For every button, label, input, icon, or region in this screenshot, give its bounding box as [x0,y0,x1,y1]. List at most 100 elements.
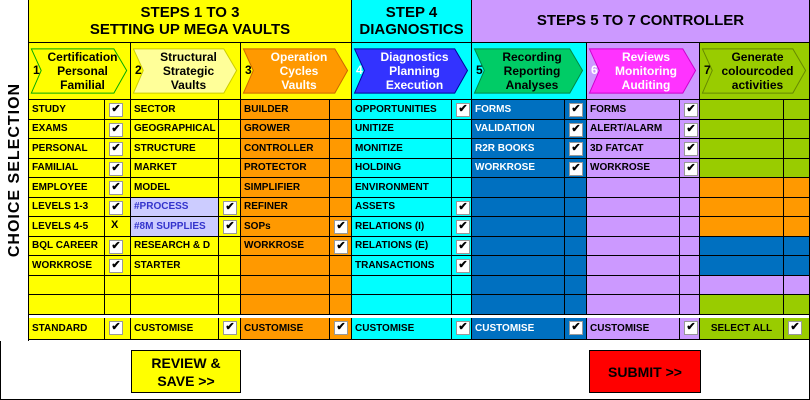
checkbox-cell[interactable] [565,256,587,276]
checkbox-checked[interactable]: ✔ [109,142,123,156]
checkbox-cell[interactable] [565,217,587,237]
checkbox-checked[interactable]: ✔ [109,201,123,215]
checkbox-cell[interactable]: ✔ [565,318,587,340]
checkbox-checked[interactable]: ✔ [684,162,698,176]
checkbox-cell[interactable] [680,276,700,295]
checkbox-cell[interactable] [784,198,810,217]
checkbox-cell[interactable]: ✔ [452,256,472,276]
option-cell[interactable]: RELATIONS (E) [352,237,452,256]
submit-button[interactable]: SUBMIT >> [589,350,701,393]
checkbox-cell[interactable] [680,295,700,315]
checkbox-checked[interactable]: ✔ [223,321,237,335]
option-cell[interactable]: MARKET [131,159,219,178]
checkbox-cell[interactable]: ✔ [680,159,700,178]
checkbox-cell[interactable] [219,159,241,178]
checkbox-checked[interactable]: ✔ [456,321,470,335]
checkbox-checked[interactable]: ✔ [456,259,470,273]
footer-option-4[interactable]: CUSTOMISE [352,318,452,340]
option-cell[interactable]: EXAMS [29,120,105,139]
option-cell[interactable]: OPPORTUNITIES [352,100,452,120]
checkbox-cell[interactable]: ✔ [452,198,472,217]
review-save-button[interactable]: REVIEW & SAVE >> [131,350,241,393]
checkbox-cell[interactable] [565,295,587,315]
checkbox-cell[interactable] [219,256,241,276]
checkbox-cell[interactable]: ✔ [452,237,472,256]
checkbox-checked[interactable]: ✔ [334,240,348,254]
checkbox-cell[interactable]: ✔ [105,120,131,139]
option-cell[interactable]: ASSETS [352,198,452,217]
checkbox-cell[interactable] [219,100,241,120]
option-cell[interactable]: BQL CAREER [29,237,105,256]
checkbox-checked[interactable]: ✔ [334,220,348,234]
option-cell[interactable]: WORKROSE [587,159,680,178]
checkbox-cell[interactable]: ✔ [680,139,700,159]
checkbox-cell[interactable] [784,295,810,315]
option-cell[interactable]: GROWER [241,120,330,139]
checkbox-checked[interactable]: ✔ [456,220,470,234]
footer-option-6[interactable]: CUSTOMISE [587,318,680,340]
checkbox-cell[interactable]: X [105,217,131,237]
checkbox-cell[interactable]: ✔ [565,139,587,159]
option-cell[interactable]: FAMILIAL [29,159,105,178]
checkbox-cell[interactable] [565,237,587,256]
checkbox-cell[interactable] [680,178,700,198]
option-cell[interactable]: PERSONAL [29,139,105,159]
checkbox-cell[interactable]: ✔ [452,217,472,237]
checkbox-cell[interactable]: ✔ [105,318,131,340]
option-cell[interactable]: MONITIZE [352,139,452,159]
option-cell[interactable]: VALIDATION [472,120,565,139]
footer-option-3[interactable]: CUSTOMISE [241,318,330,340]
option-cell[interactable]: LEVELS 1-3 [29,198,105,217]
checkbox-checked[interactable]: ✔ [223,201,237,215]
checkbox-checked[interactable]: ✔ [684,103,698,117]
checkbox-cell[interactable] [330,276,352,295]
checkbox-checked[interactable]: ✔ [456,103,470,117]
footer-option-7[interactable]: SELECT ALL [700,318,784,340]
checkbox-cell[interactable]: ✔ [330,318,352,340]
checkbox-cell[interactable]: ✔ [105,198,131,217]
option-cell[interactable]: #8M SUPPLIES [131,217,219,237]
option-cell[interactable]: FORMS [587,100,680,120]
checkbox-cell[interactable] [219,120,241,139]
checkbox-cell[interactable] [219,237,241,256]
option-cell[interactable]: 3D FATCAT [587,139,680,159]
checkbox-checked[interactable]: ✔ [456,240,470,254]
checkbox-cell[interactable] [452,178,472,198]
checkbox-cell[interactable]: ✔ [784,318,810,340]
checkbox-checked[interactable]: ✔ [684,142,698,156]
checkbox-cell[interactable] [680,217,700,237]
footer-option-5[interactable]: CUSTOMISE [472,318,565,340]
footer-option-2[interactable]: CUSTOMISE [131,318,219,340]
checkbox-cell[interactable] [784,256,810,276]
option-cell[interactable]: STARTER [131,256,219,276]
checkbox-cell[interactable] [680,198,700,217]
checkbox-checked[interactable]: ✔ [334,321,348,335]
checkbox-cell[interactable] [565,276,587,295]
checkbox-checked[interactable]: ✔ [684,123,698,137]
checkbox-checked[interactable]: ✔ [109,259,123,273]
checkbox-cell[interactable] [330,159,352,178]
option-cell[interactable]: #PROCESS [131,198,219,217]
option-cell[interactable]: STRUCTURE [131,139,219,159]
checkbox-cell[interactable] [784,159,810,178]
x-mark[interactable]: X [111,219,119,231]
option-cell[interactable]: MODEL [131,178,219,198]
option-cell[interactable]: ENVIRONMENT [352,178,452,198]
checkbox-checked[interactable]: ✔ [109,162,123,176]
option-cell[interactable]: SECTOR [131,100,219,120]
checkbox-cell[interactable] [452,159,472,178]
checkbox-checked[interactable]: ✔ [569,103,583,117]
checkbox-cell[interactable] [565,178,587,198]
checkbox-cell[interactable] [452,295,472,315]
checkbox-checked[interactable]: ✔ [569,123,583,137]
footer-option-1[interactable]: STANDARD [29,318,105,340]
checkbox-cell[interactable] [452,139,472,159]
checkbox-checked[interactable]: ✔ [109,321,123,335]
checkbox-cell[interactable] [330,120,352,139]
checkbox-cell[interactable] [784,139,810,159]
checkbox-cell[interactable] [330,198,352,217]
option-cell[interactable]: SIMPLIFIER [241,178,330,198]
checkbox-cell[interactable]: ✔ [680,100,700,120]
option-cell[interactable]: BUILDER [241,100,330,120]
checkbox-cell[interactable]: ✔ [105,159,131,178]
